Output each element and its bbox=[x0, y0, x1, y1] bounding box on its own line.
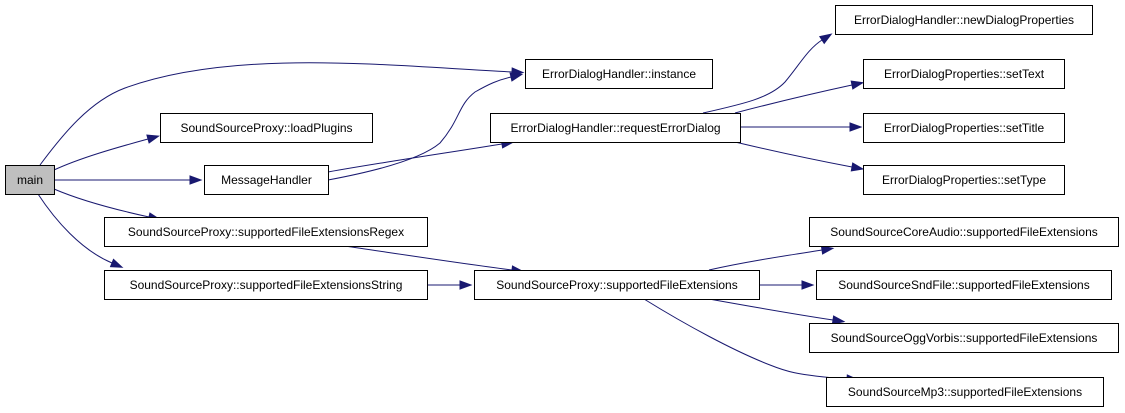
node-label: ErrorDialogHandler::requestErrorDialog bbox=[510, 121, 720, 135]
edge-line bbox=[708, 249, 823, 271]
node-label: SoundSourceSndFile::supportedFileExtensi… bbox=[838, 278, 1089, 292]
edge-line bbox=[37, 193, 113, 264]
node-messagehandler[interactable]: MessageHandler bbox=[204, 165, 329, 195]
node-label: SoundSourceProxy::supportedFileExtension… bbox=[128, 225, 404, 239]
node-box[interactable] bbox=[474, 270, 760, 300]
node-label: SoundSourceCoreAudio::supportedFileExten… bbox=[830, 225, 1098, 239]
edge-ssp_ext-to-sov_ext bbox=[708, 298, 846, 325]
nodes-layer: main ErrorDialogHandler::instanceSoundSou… bbox=[5, 5, 1119, 407]
node-label: ErrorDialogHandler::newDialogProperties bbox=[854, 13, 1074, 27]
edge-messagehandler-to-edh_request bbox=[327, 139, 515, 173]
node-label: SoundSourceProxy::loadPlugins bbox=[180, 121, 352, 135]
node-label: ErrorDialogProperties::setText bbox=[884, 67, 1045, 81]
node-box[interactable] bbox=[160, 113, 373, 143]
edge-line bbox=[327, 143, 503, 173]
node-label: MessageHandler bbox=[221, 173, 312, 187]
node-ssp-ext[interactable]: SoundSourceProxy::supportedFileExtension… bbox=[474, 270, 760, 300]
arrowhead bbox=[831, 315, 846, 325]
node-label: ErrorDialogProperties::setType bbox=[882, 173, 1046, 187]
node-box[interactable] bbox=[826, 377, 1104, 407]
edge-line bbox=[327, 76, 512, 181]
node-box[interactable] bbox=[809, 217, 1119, 247]
node-edp-settitle[interactable]: ErrorDialogProperties::setTitle bbox=[863, 113, 1065, 143]
node-ssp-loadplugins[interactable]: SoundSourceProxy::loadPlugins bbox=[160, 113, 373, 143]
node-edh-newprops[interactable]: ErrorDialogHandler::newDialogProperties bbox=[835, 5, 1093, 35]
edge-line bbox=[39, 62, 513, 166]
node-box[interactable] bbox=[816, 270, 1112, 300]
node-box[interactable] bbox=[104, 270, 428, 300]
arrowhead bbox=[801, 280, 815, 290]
edge-line bbox=[344, 245, 513, 271]
edge-main-to-ssp_string bbox=[37, 193, 124, 268]
arrowhead bbox=[849, 122, 863, 132]
node-box[interactable] bbox=[104, 217, 428, 247]
edge-edh_request-to-edp_settype bbox=[734, 141, 865, 172]
node-box[interactable] bbox=[490, 113, 741, 143]
edge-line bbox=[53, 138, 149, 171]
arrowhead bbox=[509, 72, 524, 82]
edge-line bbox=[53, 188, 150, 218]
arrowhead bbox=[818, 33, 833, 45]
edge-main-to-messagehandler bbox=[54, 175, 203, 185]
node-ssp-string[interactable]: SoundSourceProxy::supportedFileExtension… bbox=[104, 270, 428, 300]
node-edp-settype[interactable]: ErrorDialogProperties::setType bbox=[863, 165, 1065, 195]
node-box[interactable] bbox=[835, 5, 1093, 35]
edge-ssp_ext-to-sca_ext bbox=[708, 245, 835, 271]
node-box[interactable] bbox=[863, 113, 1065, 143]
node-sca-ext[interactable]: SoundSourceCoreAudio::supportedFileExten… bbox=[809, 217, 1119, 247]
edge-ssp_ext-to-ssf_ext bbox=[759, 280, 815, 290]
node-box[interactable] bbox=[5, 165, 55, 195]
node-ssp-regex[interactable]: SoundSourceProxy::supportedFileExtension… bbox=[104, 217, 428, 247]
node-edh-request[interactable]: ErrorDialogHandler::requestErrorDialog bbox=[490, 113, 741, 143]
arrowhead bbox=[459, 280, 473, 290]
arrowhead bbox=[109, 258, 124, 268]
edge-messagehandler-to-edh_instance bbox=[327, 72, 524, 181]
arrowhead bbox=[820, 245, 835, 255]
edge-edh_request-to-edp_settitle bbox=[740, 122, 863, 132]
node-box[interactable] bbox=[863, 165, 1065, 195]
arrowhead bbox=[850, 80, 865, 90]
arrowhead bbox=[146, 134, 160, 144]
node-ssf-ext[interactable]: SoundSourceSndFile::supportedFileExtensi… bbox=[816, 270, 1112, 300]
node-smp3-ext[interactable]: SoundSourceMp3::supportedFileExtensions bbox=[826, 377, 1104, 407]
node-label: ErrorDialogProperties::setTitle bbox=[884, 121, 1045, 135]
edge-main-to-ssp_loadplugins bbox=[53, 134, 160, 171]
edge-line bbox=[734, 84, 853, 114]
node-label: SoundSourceMp3::supportedFileExtensions bbox=[848, 385, 1082, 399]
node-sov-ext[interactable]: SoundSourceOggVorbis::supportedFileExten… bbox=[809, 323, 1119, 353]
edge-edh_request-to-edp_settext bbox=[734, 80, 865, 114]
node-label: SoundSourceProxy::supportedFileExtension… bbox=[130, 278, 403, 292]
node-box[interactable] bbox=[204, 165, 329, 195]
arrowhead bbox=[189, 175, 203, 185]
edge-edh_request-to-edh_newprops bbox=[702, 33, 833, 114]
node-box[interactable] bbox=[809, 323, 1119, 353]
node-box[interactable] bbox=[863, 59, 1065, 89]
node-box[interactable] bbox=[525, 59, 713, 89]
edge-line bbox=[643, 298, 848, 380]
edge-line bbox=[734, 141, 853, 168]
edge-main-to-ssp_regex bbox=[53, 188, 162, 222]
arrowhead bbox=[850, 162, 865, 172]
node-label: main bbox=[17, 173, 43, 187]
edge-ssp_regex-to-ssp_ext bbox=[344, 245, 525, 275]
edges-layer bbox=[37, 33, 865, 384]
node-label: ErrorDialogHandler::instance bbox=[542, 67, 696, 81]
node-label: SoundSourceOggVorbis::supportedFileExten… bbox=[831, 331, 1098, 345]
node-edp-settext[interactable]: ErrorDialogProperties::setText bbox=[863, 59, 1065, 89]
edge-ssp_string-to-ssp_ext bbox=[427, 280, 473, 290]
edge-line bbox=[708, 298, 834, 321]
node-label: SoundSourceProxy::supportedFileExtension… bbox=[496, 278, 737, 292]
edge-line bbox=[702, 39, 823, 114]
node-edh-instance[interactable]: ErrorDialogHandler::instance bbox=[525, 59, 713, 89]
node-main[interactable]: main bbox=[5, 165, 55, 195]
